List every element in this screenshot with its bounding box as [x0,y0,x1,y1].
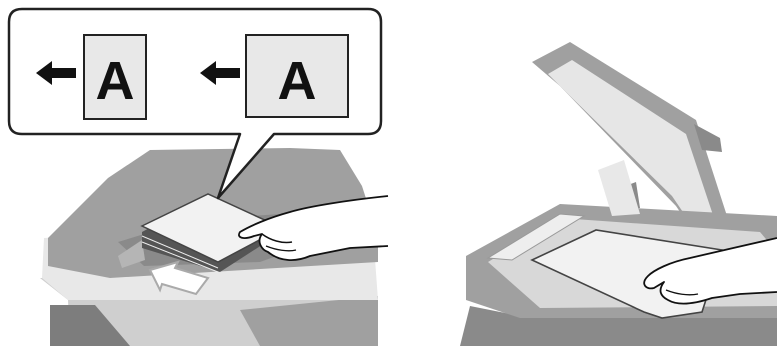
landscape-letter: A [248,54,346,108]
portrait-letter: A [86,54,144,108]
